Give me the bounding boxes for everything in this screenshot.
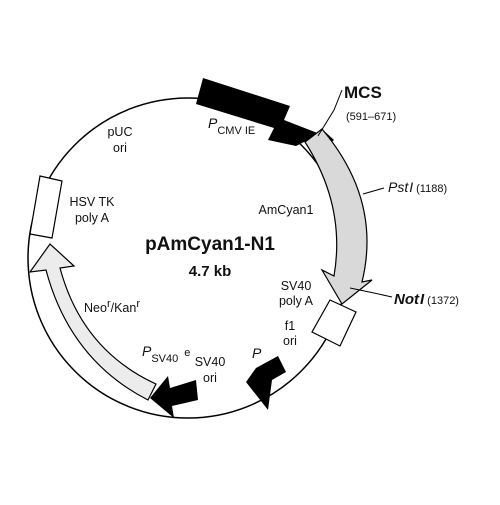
amcyan1-label: AmCyan1	[259, 203, 314, 217]
neo-sup: r	[107, 298, 111, 310]
psv40e-p: P	[142, 343, 152, 359]
amcyan1-gene-arrow	[304, 128, 373, 305]
hsv-tk-line1: HSV TK	[70, 195, 116, 209]
not-position: (1372)	[427, 295, 459, 307]
sv40-ori-line1: SV40	[195, 355, 226, 369]
pst-roman: I	[409, 179, 413, 195]
sv40-ori-line2: ori	[203, 371, 217, 385]
not-roman: I	[420, 291, 425, 308]
pcmv-label: PCMV IE	[208, 115, 255, 137]
neo-text: Neo	[84, 301, 107, 315]
pst-position: (1188)	[416, 183, 447, 195]
mcs-label: MCS	[344, 83, 382, 102]
neo-kan-gene-arrow	[28, 243, 157, 401]
psv40e-promoter-arrow	[150, 376, 198, 418]
pst-name: Pst	[388, 179, 409, 195]
plasmid-size: 4.7 kb	[189, 263, 232, 280]
mcs-leader-line	[317, 89, 343, 137]
pst-site-label: PstI(1188)	[388, 179, 447, 195]
hsv-tk-polya-box	[29, 175, 63, 239]
psv40e-e: e	[184, 347, 190, 359]
sv40-polya-box	[311, 299, 357, 347]
p-promoter-arrow	[246, 356, 286, 410]
plasmid-backbone	[27, 97, 349, 419]
pst-leader-line	[362, 187, 385, 195]
f1-ori-line2: ori	[283, 334, 297, 348]
neo-kan-label: Neor/Kanr	[84, 298, 140, 315]
pcmv-p: P	[208, 115, 218, 131]
hsv-tk-line2: poly A	[75, 211, 110, 225]
not-name: Not	[394, 291, 420, 308]
sv40-polya-line1: SV40	[281, 279, 312, 293]
puc-line1: pUC	[107, 125, 132, 139]
puc-line2: ori	[113, 141, 127, 155]
plasmid-name: pAmCyan1-N1	[145, 234, 275, 255]
pcmv-sub: CMV IE	[217, 125, 255, 137]
psv40e-label: PSV40 e	[142, 343, 190, 365]
mcs-range: (591–671)	[346, 111, 396, 123]
pcmv-promoter-arrow	[196, 78, 320, 146]
kan-sup: r	[136, 298, 140, 310]
kan-text: /Kan	[111, 301, 137, 315]
f1-ori-line1: f1	[285, 319, 295, 333]
not-leader-line	[349, 287, 393, 298]
not-site-label: NotI(1372)	[394, 291, 459, 308]
p-label: P	[252, 345, 262, 361]
sv40-polya-line2: poly A	[279, 294, 314, 308]
psv40e-sub: SV40	[151, 353, 178, 365]
